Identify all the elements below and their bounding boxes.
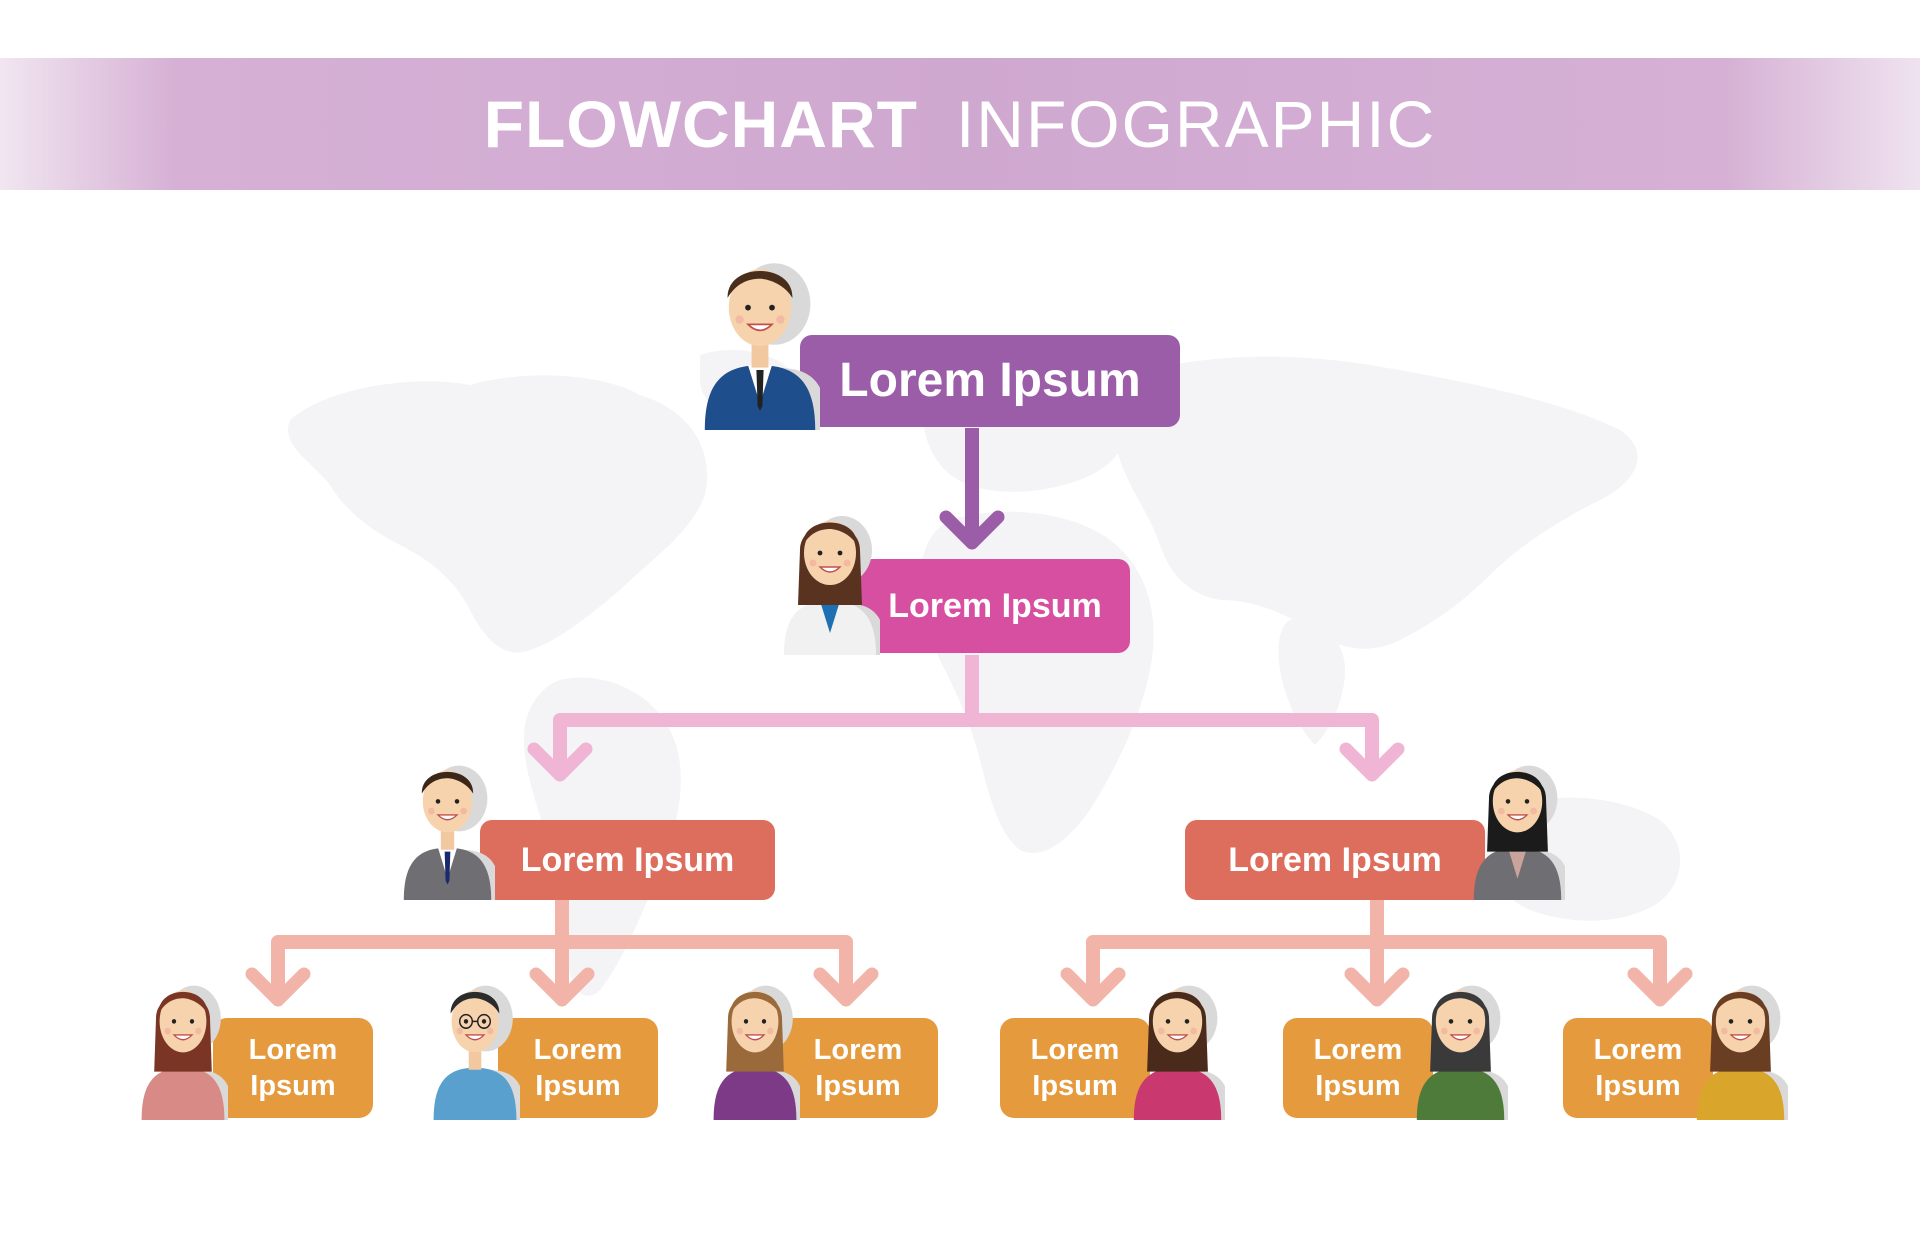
node-leaf-3: Lorem Ipsum (710, 975, 938, 1120)
arrow-head-leaf-6 (1627, 967, 1693, 1007)
woman-purple-top-icon (710, 975, 806, 1120)
node-lead-right: Lorem Ipsum (1185, 755, 1571, 900)
node-lead-left-box: Lorem Ipsum (480, 820, 775, 900)
arrow-head-lead-left (527, 742, 593, 782)
connector-manager-branch (553, 713, 1379, 768)
node-leaf-3-label: Lorem Ipsum (813, 1033, 903, 1102)
woman-magenta-shirt-icon (1130, 975, 1231, 1120)
node-leaf-1-label: Lorem Ipsum (248, 1033, 338, 1102)
node-manager-box: Lorem Ipsum (860, 559, 1130, 653)
arrow-head-leaf-2 (529, 967, 595, 1007)
node-leaf-1: Lorem Ipsum (138, 975, 373, 1120)
node-leaf-1-box: Lorem Ipsum (213, 1018, 373, 1118)
node-leaf-5-label: Lorem Ipsum (1313, 1033, 1403, 1102)
man-suit-blue-icon (700, 250, 828, 430)
node-leaf-6: Lorem Ipsum (1563, 975, 1795, 1120)
node-leaf-5: Lorem Ipsum (1283, 975, 1514, 1120)
node-leaf-4-label: Lorem Ipsum (1030, 1033, 1120, 1102)
map-asia (1110, 356, 1638, 649)
node-leaf-2-box: Lorem Ipsum (498, 1018, 658, 1118)
arrow-head-manager (939, 510, 1005, 550)
node-leaf-4-box: Lorem Ipsum (1000, 1018, 1150, 1118)
woman-gray-jacket-icon (1470, 755, 1571, 900)
arrow-head-lead-right (1339, 742, 1405, 782)
page-title: FLOWCHART INFOGRAPHIC (484, 86, 1437, 162)
node-ceo: Lorem Ipsum (700, 250, 1180, 430)
node-leaf-2-label: Lorem Ipsum (533, 1033, 623, 1102)
arrow-head-leaf-4 (1060, 967, 1126, 1007)
node-lead-left: Lorem Ipsum (400, 755, 775, 900)
arrow-head-leaf-5 (1344, 967, 1410, 1007)
node-leaf-6-box: Lorem Ipsum (1563, 1018, 1713, 1118)
woman-pink-shirt-icon (138, 975, 234, 1120)
woman-yellow-top-icon (1693, 975, 1794, 1120)
map-north-america (288, 375, 708, 653)
node-manager: Lorem Ipsum (780, 505, 1130, 655)
connectors (245, 428, 1693, 1007)
title-bold: FLOWCHART (483, 87, 918, 161)
node-lead-left-label: Lorem Ipsum (520, 840, 735, 879)
arrow-head-leaf-3 (813, 967, 879, 1007)
node-leaf-4: Lorem Ipsum (1000, 975, 1231, 1120)
arrow-head-leaf-1 (245, 967, 311, 1007)
man-suit-gray-icon (400, 755, 501, 900)
title-banner: FLOWCHART INFOGRAPHIC (0, 58, 1920, 190)
woman-labcoat-icon (780, 505, 886, 655)
node-leaf-5-box: Lorem Ipsum (1283, 1018, 1433, 1118)
man-glasses-blue-shirt-icon (430, 975, 526, 1120)
node-ceo-box: Lorem Ipsum (800, 335, 1180, 427)
node-lead-right-box: Lorem Ipsum (1185, 820, 1485, 900)
node-leaf-3-box: Lorem Ipsum (778, 1018, 938, 1118)
node-ceo-label: Lorem Ipsum (839, 354, 1141, 407)
node-leaf-2: Lorem Ipsum (430, 975, 658, 1120)
title-light: INFOGRAPHIC (955, 87, 1437, 161)
woman-green-shirt-icon (1413, 975, 1514, 1120)
node-leaf-6-label: Lorem Ipsum (1593, 1033, 1683, 1102)
node-lead-right-label: Lorem Ipsum (1228, 840, 1442, 879)
node-manager-label: Lorem Ipsum (888, 586, 1102, 625)
